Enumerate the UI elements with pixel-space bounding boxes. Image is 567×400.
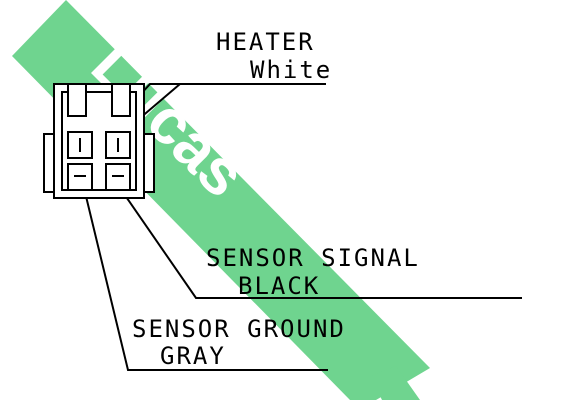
heater-label: HEATER bbox=[216, 28, 315, 56]
sensor-signal-wire-color: BLACK bbox=[238, 272, 321, 300]
watermark-band-tail bbox=[370, 366, 420, 400]
sensor-ground-leader bbox=[83, 187, 328, 371]
heater-wire-color: White bbox=[250, 56, 333, 84]
sensor-ground-wire-color: GRAY bbox=[160, 342, 226, 370]
connector-top-key-right bbox=[111, 83, 131, 117]
connector bbox=[43, 83, 155, 199]
sensor-ground-label: SENSOR GROUND bbox=[132, 315, 346, 343]
connector-pin-heater-right bbox=[105, 131, 131, 159]
sensor-signal-leader bbox=[119, 187, 522, 299]
connector-top-key-left bbox=[67, 83, 87, 117]
sensor-signal-label: SENSOR SIGNAL bbox=[206, 244, 420, 272]
